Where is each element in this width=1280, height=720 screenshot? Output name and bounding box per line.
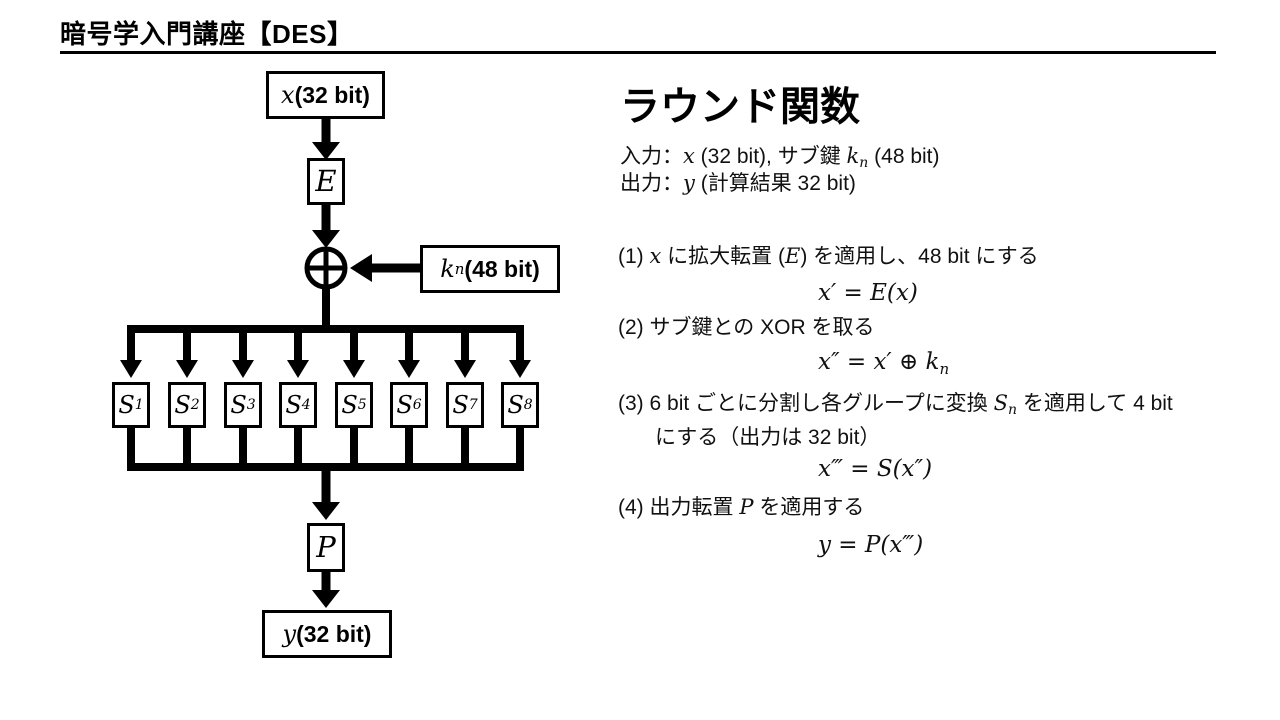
step-4-text-b: を適用する [753,496,865,519]
arrow-key-to-xor [350,254,420,282]
step-2: (2) サブ鍵との XOR を取る [618,316,875,339]
subkey-sub: n [454,259,465,278]
formula-1: x′ = E(x) [818,280,918,306]
sbox-2-label: S [174,391,191,419]
sbox-7-index: 7 [468,397,478,413]
arrow-x-to-e [312,119,340,160]
input-x-box: x (32 bit) [266,71,385,119]
step-3-text-a: (3) 6 bit ごとに分割し各グループに変換 [618,392,994,415]
step-3-line-2: にする（出力は 32 bit） [655,426,881,449]
input-end-text: (48 bit) [868,145,940,168]
formula-2-subscript: n [939,360,950,378]
formula-4: y = P(x‴) [818,532,924,558]
slide-header-title: 暗号学入門講座【DES】 [60,19,354,49]
p-label: P [316,530,336,564]
output-end-text: (計算結果 32 bit) [694,172,856,195]
step-1-number: (1) [618,245,650,268]
output-spec-line: 出力：y (計算結果 32 bit) [620,167,856,197]
output-y-var: y [282,620,297,648]
subkey-bits: (48 bit) [464,255,540,282]
sbox-3-index: 3 [246,397,256,413]
sbox-3-label: S [230,391,247,419]
sbox-1-label: S [118,391,135,419]
sbox-7-label: S [452,391,469,419]
formula-2-main: x″ = x′ ⊕ k [818,349,940,375]
input-label: 入力： [620,145,683,168]
sbox-8-label: S [507,391,524,419]
step-4: (4) 出力転置 P を適用する [618,493,864,522]
step-1-e-symbol: E [785,244,801,268]
step-3-text-b: を適用して 4 bit [1017,392,1173,415]
sbox-4-label: S [285,391,302,419]
sbox-5-index: 5 [357,397,367,413]
step-3-s-subscript: n [1008,402,1018,418]
input-mid-text: (32 bit), サブ鍵 [694,145,847,168]
merge-stubs [127,428,524,467]
sbox-4-index: 4 [301,397,311,413]
xor-icon [304,246,348,290]
input-x-symbol: x [683,144,695,168]
split-arrows [120,325,531,378]
e-label: E [315,164,337,198]
step-3-s-symbol: S [993,391,1008,415]
input-k-subscript: n [859,155,869,171]
formula-3: x‴ = S(x″) [818,456,933,482]
output-y-box: y (32 bit) [262,610,392,658]
sbox-6-index: 6 [412,397,422,413]
sbox-5-label: S [341,391,358,419]
step-1-text-a: に拡大転置 ( [661,245,786,268]
input-x-var: x [281,81,295,109]
sbox-1-index: 1 [134,397,144,413]
step-4-p-symbol: P [739,495,754,519]
permutation-p-box: P [307,523,345,572]
input-spec-line: 入力：x (32 bit), サブ鍵 kn (48 bit) [620,140,940,171]
step-1-x-symbol: x [649,244,662,268]
step-3-line-1: (3) 6 bit ごとに分割し各グループに変換 Sn を適用して 4 bit [618,389,1173,424]
output-y-symbol: y [683,171,695,195]
formula-2: x″ = x′ ⊕ kn [818,349,949,378]
arrow-merge-to-p [312,463,340,520]
output-label: 出力： [620,172,683,195]
subkey-var: k [440,255,455,283]
arrow-p-to-y [312,572,340,608]
sbox-2-index: 2 [190,397,200,413]
step-1-text-b: ) を適用し、48 bit にする [800,245,1039,268]
page-title: ラウンド関数 [620,85,860,129]
header-divider [60,51,1216,54]
sbox-8-index: 8 [523,397,533,413]
step-1: (1) x に拡大転置 (E) を適用し、48 bit にする [618,242,1039,271]
sbox-6-label: S [396,391,413,419]
input-x-bits: (32 bit) [294,81,370,108]
output-y-bits: (32 bit) [296,620,372,647]
step-4-text-a: (4) 出力転置 [618,496,740,519]
arrow-e-to-xor [312,205,340,248]
input-k-symbol: k [846,144,860,168]
step-3: (3) 6 bit ごとに分割し各グループに変換 Sn を適用して 4 bit … [618,389,1173,452]
expansion-e-box: E [307,158,345,205]
